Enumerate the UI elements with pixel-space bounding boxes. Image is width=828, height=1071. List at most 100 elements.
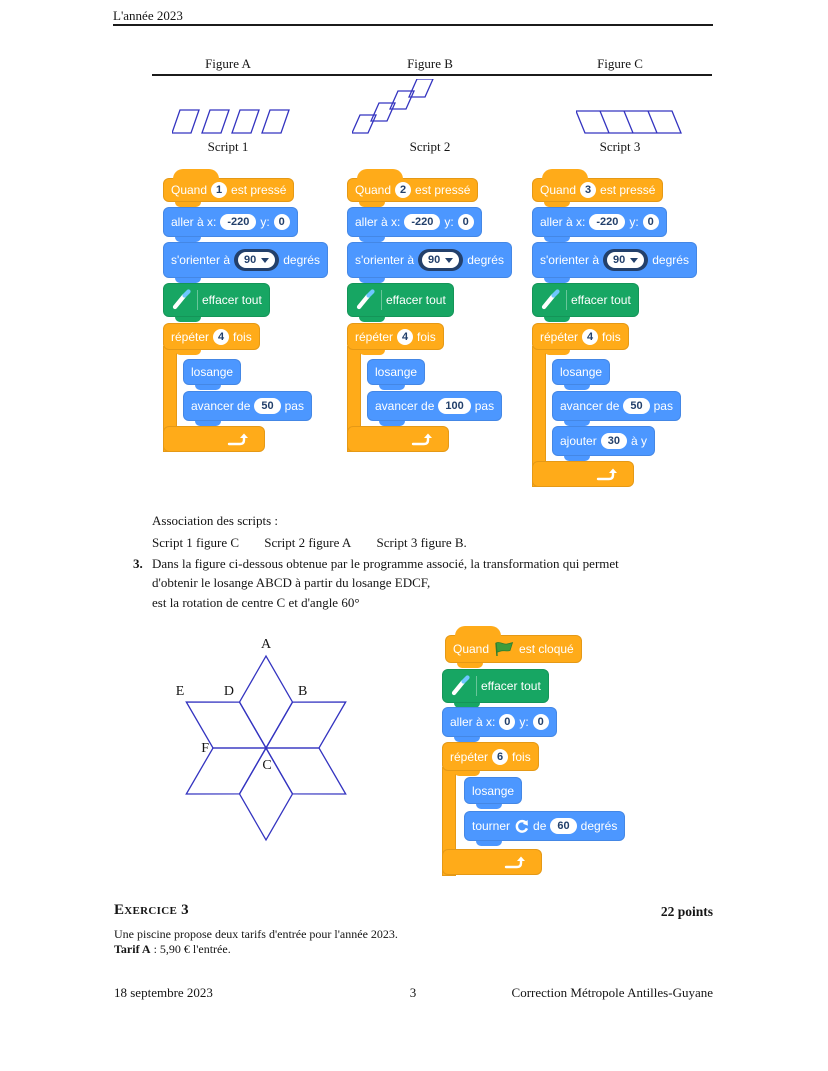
association-pair-2: Script 2 figure A: [264, 535, 352, 550]
repeat-spine: [442, 767, 456, 876]
direction-value: 90: [244, 254, 257, 266]
tarif-a-label: Tarif A: [114, 942, 151, 956]
block-label: Quand: [453, 642, 490, 656]
pen-icon: [172, 289, 191, 310]
script-3-title: Script 3: [599, 139, 641, 154]
star-figure: A B D E F C: [176, 637, 347, 842]
block-label: pas: [474, 399, 495, 413]
block-label: effacer tout: [481, 679, 541, 693]
block-change-y: ajouter 30 à y: [552, 426, 655, 461]
pen-icon: [451, 675, 470, 696]
divider: [197, 290, 198, 310]
question-line-3: est la rotation de centre C et d'angle 6…: [152, 595, 360, 610]
block-label: pas: [653, 399, 673, 413]
rotate-icon: [515, 819, 529, 833]
block-label: aller à x:: [540, 215, 586, 229]
block-label: losange: [472, 783, 515, 798]
loop-arrow-icon: [411, 433, 432, 445]
block-erase-all: effacer tout: [442, 669, 549, 708]
block-label: losange: [375, 365, 418, 379]
tarif-a-text: : 5,90 € l'entrée.: [150, 942, 231, 956]
figure-a-shapes: [172, 109, 290, 134]
block-repeat: répéter 6 fois: [442, 742, 539, 776]
repeat-end-bar: [442, 849, 542, 875]
block-label: fois: [233, 329, 252, 344]
block-label: y:: [260, 215, 270, 229]
question-line-1: Dans la figure ci-dessous obtenue par le…: [152, 556, 619, 571]
star-label-a: A: [261, 637, 272, 652]
star-label-d: D: [224, 684, 234, 699]
question-number: 3.: [133, 556, 143, 571]
block-label: Quand: [171, 183, 208, 197]
block-label: de: [533, 819, 547, 833]
block-point-in-direction: s'orienter à 90 degrés: [163, 242, 328, 283]
star-label-c: C: [262, 758, 271, 773]
y-value: 0: [273, 214, 290, 230]
steps-value: 50: [623, 398, 650, 414]
block-label: à y: [630, 434, 647, 448]
block-label: degrés: [283, 253, 320, 267]
steps-value: 100: [438, 398, 471, 414]
chevron-down-icon: [445, 257, 454, 263]
block-label: y:: [444, 215, 454, 229]
block-erase-all: effacer tout: [532, 283, 639, 322]
exercise-text-line-2: Tarif A : 5,90 € l'entrée.: [114, 942, 231, 957]
block-repeat: répéter 4 fois: [163, 323, 260, 355]
figure-b-shapes: [352, 79, 434, 134]
add-y-value: 30: [600, 433, 627, 449]
x-value: -220: [589, 214, 626, 230]
key-value: 3: [580, 182, 597, 198]
block-goto-xy: aller à x: -220 y: 0: [347, 207, 482, 242]
association-answer: Script 1 figure C Script 2 figure A Scri…: [152, 535, 467, 551]
page-header: L'année 2023: [113, 8, 183, 23]
direction-value: 90: [613, 254, 626, 266]
block-point-in-direction: s'orienter à 90 degrés: [532, 242, 697, 283]
block-losange: losange: [367, 359, 426, 390]
association-pair-1: Script 1 figure C: [152, 535, 240, 550]
block-repeat: répéter 4 fois: [347, 323, 444, 355]
block-label: degrés: [580, 819, 618, 833]
star-label-f: F: [201, 741, 209, 756]
block-repeat: répéter 4 fois: [532, 323, 629, 355]
block-move-steps: avancer de 100 pas: [367, 391, 503, 426]
block-label: répéter: [171, 329, 210, 344]
loop-arrow-icon: [227, 433, 248, 445]
y-value: 0: [642, 214, 659, 230]
repeat-count: 4: [582, 328, 599, 345]
block-label: degrés: [467, 253, 504, 267]
block-label: ajouter: [560, 434, 597, 448]
block-label: répéter: [540, 329, 579, 344]
x-value: 0: [499, 714, 516, 730]
block-label: effacer tout: [386, 293, 446, 307]
steps-value: 50: [254, 398, 281, 414]
block-label: fois: [512, 749, 531, 764]
y-value: 0: [457, 214, 474, 230]
exercise-points: 22 points: [660, 904, 713, 919]
divider: [566, 290, 567, 310]
block-point-in-direction: s'orienter à 90 degrés: [347, 242, 512, 283]
direction-value: 90: [428, 254, 441, 266]
block-losange: losange: [552, 359, 611, 390]
block-label: fois: [602, 329, 621, 344]
hat-when-key-pressed: Quand 2 est pressé: [347, 169, 479, 207]
block-label: aller à x:: [450, 715, 496, 729]
script-1-title: Script 1: [207, 139, 249, 154]
block-erase-all: effacer tout: [163, 283, 270, 322]
block-losange: losange: [464, 777, 523, 809]
block-label: s'orienter à: [540, 253, 599, 267]
exercise-title: Exercice 3: [114, 902, 189, 918]
repeat-spine: [163, 346, 177, 452]
repeat-count: 4: [397, 328, 414, 345]
block-goto-xy: aller à x: 0 y: 0: [442, 707, 557, 742]
block-losange: losange: [183, 359, 242, 390]
block-label: avancer de: [560, 399, 620, 413]
repeat-spine: [532, 346, 546, 487]
block-label: Quand: [355, 183, 392, 197]
chevron-down-icon: [630, 257, 639, 263]
divider: [381, 290, 382, 310]
block-label: aller à x:: [171, 215, 217, 229]
question-line-2: d'obtenir le losange ABCD à partir du lo…: [152, 575, 431, 590]
y-value: 0: [532, 714, 549, 730]
green-flag-icon: [495, 642, 514, 657]
